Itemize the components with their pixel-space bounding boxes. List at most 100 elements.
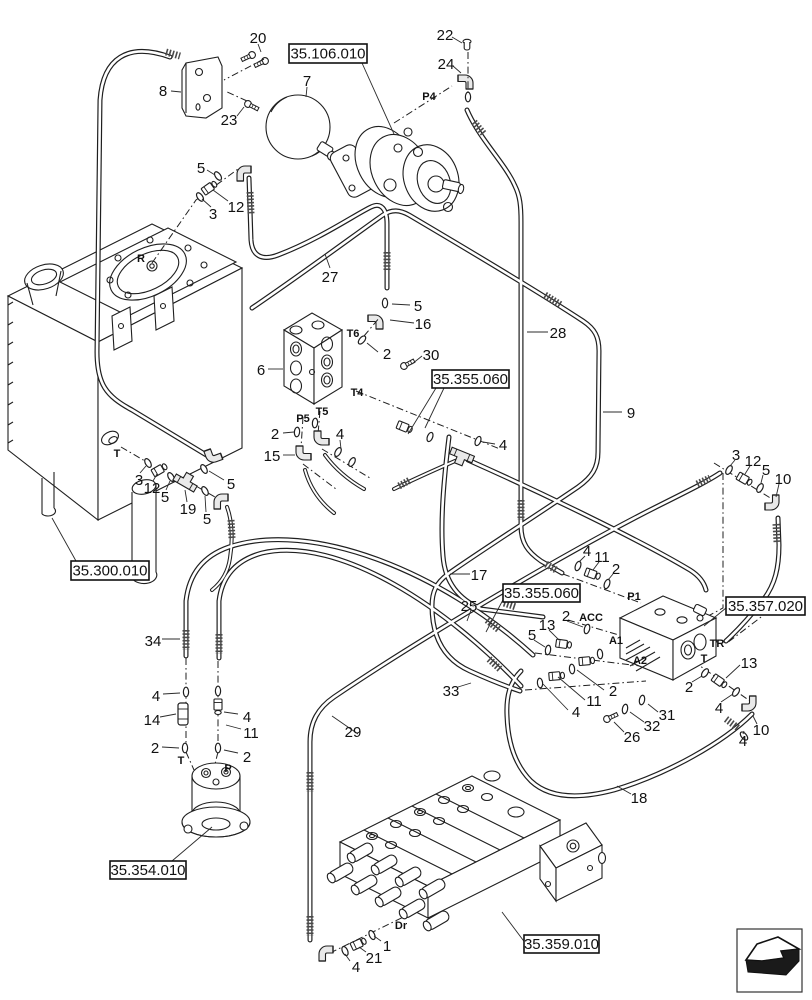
callout-20: 20 bbox=[250, 30, 267, 47]
ref-box-35-359-010-label: 35.359.010 bbox=[524, 936, 599, 953]
port-t4: T4 bbox=[351, 387, 365, 399]
callout-4a: 4 bbox=[336, 426, 344, 443]
r-port bbox=[146, 260, 158, 272]
elbow-15a bbox=[295, 445, 312, 461]
ref-box-35-355-060-a bbox=[431, 369, 510, 389]
ref-box-35-357-020 bbox=[725, 596, 806, 616]
callout-5b: 5 bbox=[414, 298, 422, 315]
port-r: R bbox=[137, 253, 145, 265]
callout-13a: 13 bbox=[539, 617, 556, 634]
hose-crimp-sleeves bbox=[165, 48, 781, 936]
callout-26: 26 bbox=[624, 729, 641, 746]
gear-pump bbox=[329, 126, 465, 213]
washer-5-above-16 bbox=[381, 297, 389, 309]
callout-5g: 5 bbox=[528, 627, 536, 644]
callout-17: 17 bbox=[471, 567, 488, 584]
callout-2d: 2 bbox=[243, 749, 251, 766]
callout-2a: 2 bbox=[383, 346, 391, 363]
callout-34: 34 bbox=[145, 633, 162, 650]
nipple-12-right bbox=[735, 471, 754, 488]
callout-3: 3 bbox=[209, 206, 217, 223]
port-tr: TR bbox=[710, 638, 725, 650]
callout-15: 15 bbox=[264, 448, 281, 465]
callout-4c: 4 bbox=[152, 688, 160, 705]
port-p5: P5 bbox=[296, 413, 309, 425]
ref-boxes: 35.106.010 35.355.060 35.300.010 35.355.… bbox=[70, 43, 806, 954]
port-a2: A2 bbox=[633, 655, 647, 667]
callout-4g: 4 bbox=[715, 700, 723, 717]
ref-box-35-106-010-label: 35.106.010 bbox=[290, 46, 365, 63]
callout-2h: 2 bbox=[685, 679, 693, 696]
callout-3c: 3 bbox=[732, 447, 740, 464]
port-t6: T6 bbox=[347, 328, 360, 340]
callout-10b: 10 bbox=[753, 722, 770, 739]
callout-25: 25 bbox=[461, 598, 478, 615]
ref-box-35-354-010 bbox=[109, 860, 187, 880]
callout-32: 32 bbox=[644, 718, 661, 735]
callout-4b: 4 bbox=[499, 437, 507, 454]
port-acc: ACC bbox=[579, 612, 603, 624]
callout-9: 9 bbox=[627, 405, 635, 422]
callout-11a: 11 bbox=[243, 725, 259, 742]
elbow-15b bbox=[313, 430, 330, 446]
ref-box-35-354-010-label: 35.354.010 bbox=[110, 862, 185, 879]
elbow-10-right bbox=[764, 494, 780, 511]
bolt-26 bbox=[601, 710, 620, 725]
tee-35355060 bbox=[446, 446, 475, 470]
callout-2e: 2 bbox=[612, 561, 620, 578]
callout-5c: 5 bbox=[161, 489, 169, 506]
port-t-tank: T bbox=[114, 448, 121, 460]
callout-10a: 10 bbox=[775, 471, 792, 488]
joystick-pilot-valve bbox=[181, 762, 251, 838]
callout-7: 7 bbox=[303, 73, 311, 90]
callout-11b: 11 bbox=[594, 549, 610, 566]
solenoid-manifold bbox=[618, 595, 718, 681]
callout-21: 21 bbox=[366, 950, 383, 967]
callout-4e: 4 bbox=[583, 543, 591, 560]
manifold-coil-hatch bbox=[625, 639, 661, 672]
ref-box-35-106-010 bbox=[288, 43, 368, 64]
catalog-corner-logo bbox=[736, 928, 803, 993]
washer-32 bbox=[621, 703, 629, 715]
port-p4: P4 bbox=[422, 91, 436, 103]
ref-box-leaders bbox=[51, 62, 727, 945]
valve-bank-top-ports bbox=[365, 770, 525, 850]
callout-11c: 11 bbox=[586, 693, 602, 710]
valve-14 bbox=[177, 702, 189, 726]
port-p1: P1 bbox=[627, 591, 640, 603]
callout-14: 14 bbox=[144, 712, 161, 729]
callout-4i: 4 bbox=[352, 959, 360, 976]
port-dr: Dr bbox=[395, 920, 408, 932]
mounting-bracket-8 bbox=[181, 56, 223, 119]
port-t-manifold: T bbox=[701, 653, 708, 665]
tank-edge-hatch bbox=[7, 301, 14, 444]
ref-box-35-300-010-label: 35.300.010 bbox=[72, 563, 147, 580]
callout-5e: 5 bbox=[227, 476, 235, 493]
nipple-13-t bbox=[710, 673, 729, 690]
tank-drain-pipe-small bbox=[41, 472, 57, 517]
washer-under-24 bbox=[464, 91, 472, 103]
callout-6: 6 bbox=[257, 362, 265, 379]
screw-20b bbox=[252, 55, 271, 70]
callout-19: 19 bbox=[180, 501, 197, 518]
ref-box-35-355-060-b bbox=[502, 583, 581, 603]
callout-2f: 2 bbox=[562, 608, 570, 625]
callout-8: 8 bbox=[159, 83, 167, 100]
callout-27: 27 bbox=[322, 269, 339, 286]
callout-13b: 13 bbox=[741, 655, 758, 672]
elbow-10-t bbox=[741, 695, 757, 712]
callout-16: 16 bbox=[415, 316, 432, 333]
callout-5d: 5 bbox=[203, 511, 211, 528]
elbow-dr bbox=[318, 945, 334, 962]
callout-29: 29 bbox=[345, 724, 362, 741]
callout-33: 33 bbox=[443, 683, 460, 700]
direction-arrow-shadow bbox=[745, 948, 800, 976]
callout-18: 18 bbox=[631, 790, 648, 807]
callout-22: 22 bbox=[437, 27, 454, 44]
callout-3b: 3 bbox=[135, 472, 143, 489]
callout-2c: 2 bbox=[151, 740, 159, 757]
nipple-35355060 bbox=[395, 420, 414, 435]
callout-12b: 12 bbox=[144, 480, 161, 497]
